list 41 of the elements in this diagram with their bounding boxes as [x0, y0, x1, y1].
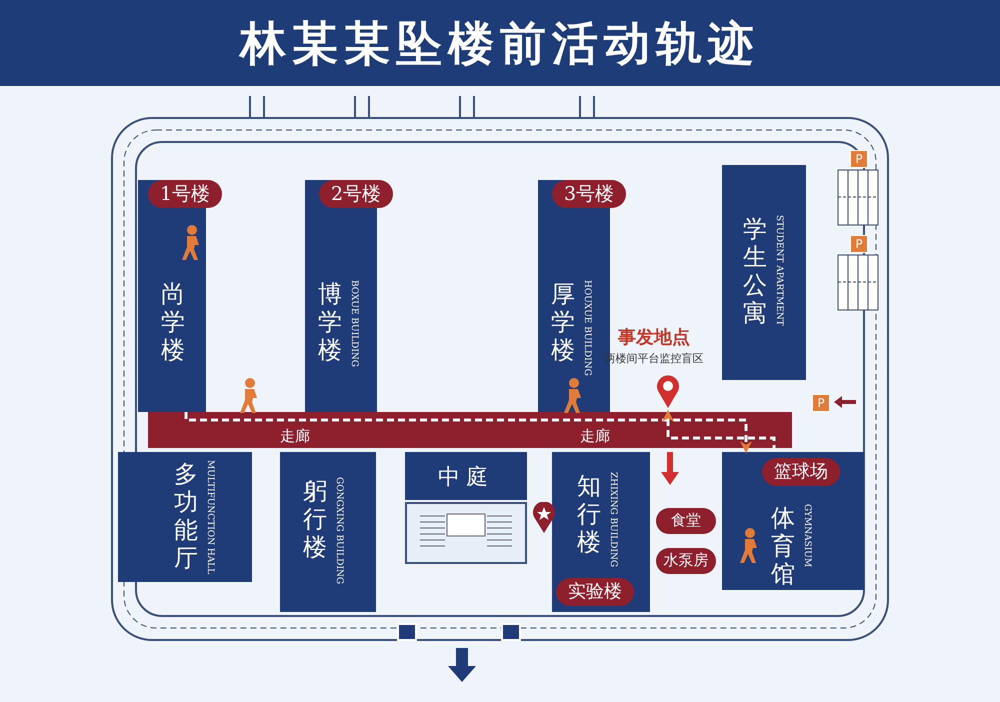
building-label: 实验楼 — [556, 578, 634, 606]
building-label: 1号楼 — [148, 180, 222, 208]
route-arrow — [662, 410, 776, 452]
building — [722, 165, 806, 380]
building-name: 知行楼 — [576, 472, 602, 556]
building-name: 体育馆 — [770, 504, 796, 588]
route-arrow — [184, 412, 752, 454]
building-label: 3号楼 — [552, 180, 626, 208]
building-name-english: BOXUE BUILDING — [349, 280, 359, 367]
building-name-english: ZHIXING BUILDING — [608, 472, 618, 568]
building-callout — [656, 508, 716, 534]
building-name-english: GYMNASIUM — [802, 504, 812, 568]
building — [552, 452, 650, 612]
building-name-english: HOUXUE BUILDING — [582, 280, 592, 376]
corridor-label: 走廊 — [280, 427, 310, 445]
parking-sign: P — [812, 394, 830, 412]
parking-sign: P — [850, 150, 868, 168]
building-name: 博学楼 — [317, 280, 343, 364]
title: 林某某坠楼前活动轨迹 — [0, 0, 1000, 86]
building — [280, 452, 376, 612]
building-name-english: STUDENT APARTMENT — [774, 215, 784, 326]
building-name: 多功能厅 — [173, 460, 199, 572]
building-label: 食堂 — [670, 511, 702, 530]
building-label: 2号楼 — [319, 180, 394, 208]
parking-sign: P — [850, 235, 868, 253]
corridor-label: 走廊 — [580, 427, 610, 445]
incident-label: 事发地点 — [617, 326, 691, 349]
building — [722, 452, 864, 590]
building-callout — [656, 548, 716, 574]
building — [118, 452, 252, 582]
building-name-english: MULTIFUNCTION HALL — [205, 460, 215, 574]
building-name: 躬行楼 — [302, 477, 328, 561]
building-name: 学生公寓 — [742, 215, 768, 327]
building-label: 篮球场 — [762, 458, 840, 486]
area-name: 中庭 — [437, 464, 495, 492]
building-name: 厚学楼 — [550, 280, 576, 364]
building-label: 水泵房 — [662, 551, 710, 570]
building-name-english: GONGXING BUILDING — [334, 477, 344, 584]
building — [405, 452, 527, 500]
building-name: 尚学楼 — [160, 280, 186, 364]
incident-note: 两楼间平台监控盲区 — [604, 351, 704, 366]
